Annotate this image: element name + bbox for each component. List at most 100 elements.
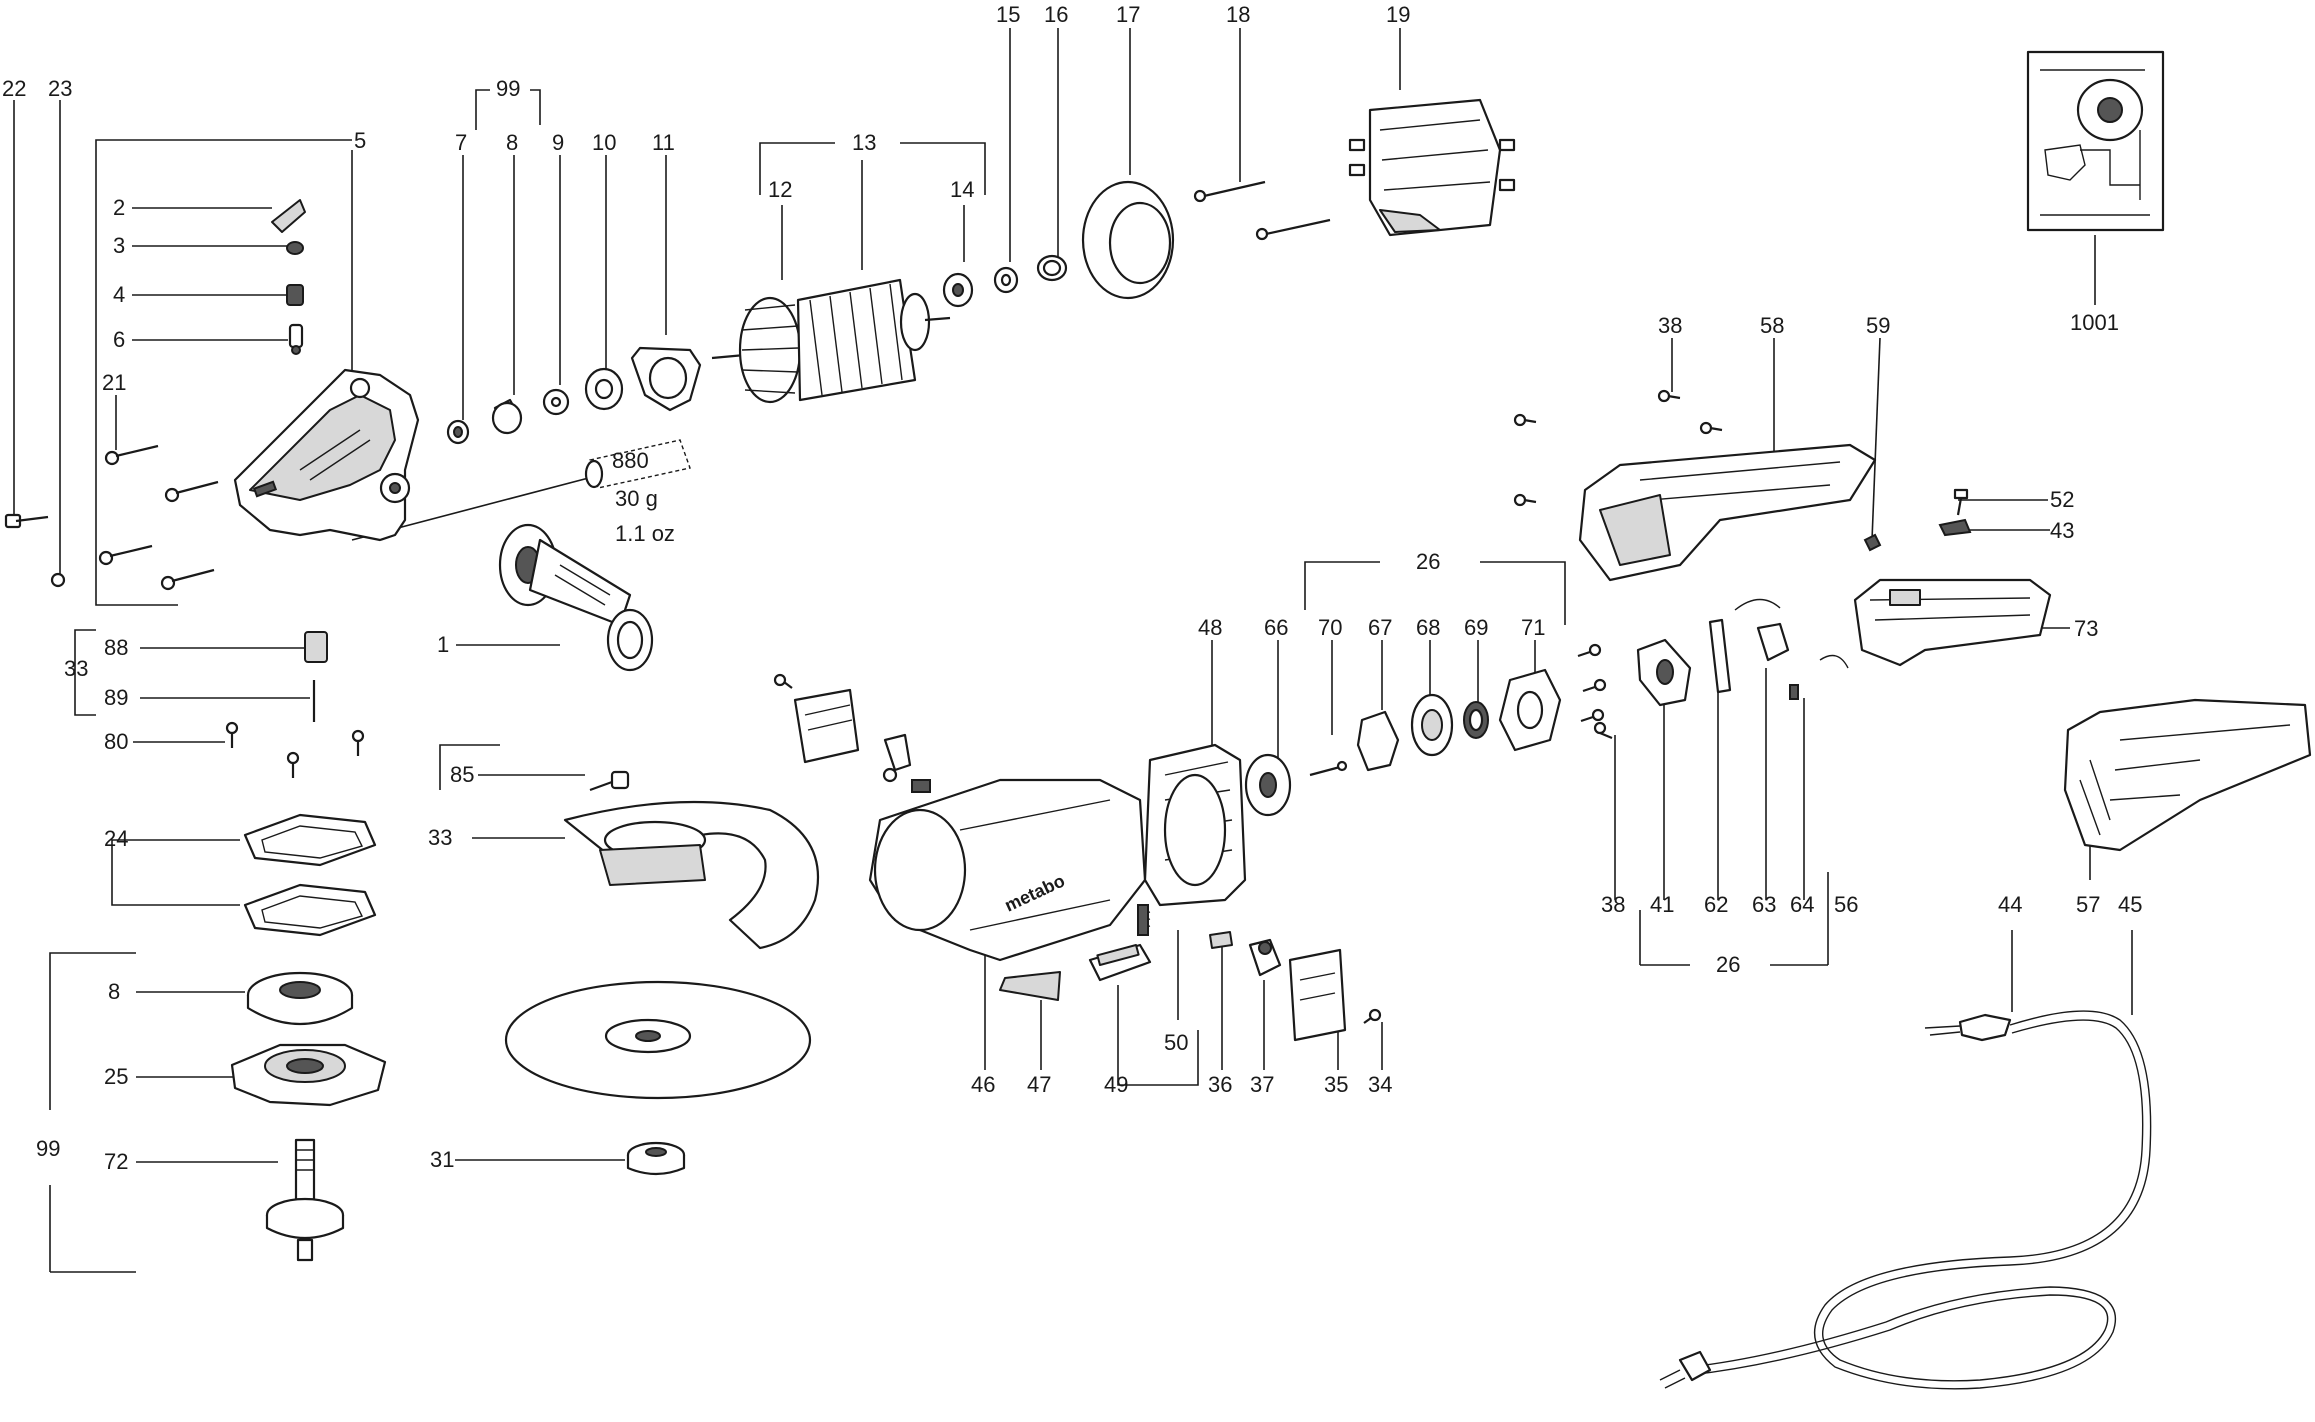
part-73-switch-block: [1853, 578, 2052, 667]
label-85: 85: [450, 762, 474, 787]
part-disc: [504, 980, 812, 1100]
label-5: 5: [354, 128, 366, 153]
part-50-spring: [1137, 904, 1151, 936]
part-8-bearing: [491, 398, 523, 435]
part-brush-assembly-upper: [773, 673, 931, 793]
part-31-nut: [626, 1141, 686, 1176]
label-23: 23: [48, 76, 72, 101]
part-44-45-cable: [1659, 1010, 2152, 1390]
label-58: 58: [1760, 313, 1784, 338]
label-66: 66: [1264, 615, 1288, 640]
part-35-cover: [1288, 948, 1347, 1042]
label-70: 70: [1318, 615, 1342, 640]
label-1-1oz: 1.1 oz: [615, 521, 675, 546]
label-15: 15: [996, 2, 1020, 27]
part-6: [288, 323, 304, 355]
part-3: [286, 241, 304, 255]
label-8-left: 8: [108, 979, 120, 1004]
label-17: 17: [1116, 2, 1140, 27]
label-43: 43: [2050, 518, 2074, 543]
part-19-stator: [1348, 98, 1516, 237]
part-screw-22: [4, 513, 49, 529]
part-25-flange: [230, 1043, 387, 1107]
part-screw-23: [50, 572, 66, 588]
label-73: 73: [2074, 616, 2098, 641]
label-25: 25: [104, 1064, 128, 1089]
label-38-lower: 38: [1601, 892, 1625, 917]
part-8-bevel-gear: [246, 971, 354, 1025]
part-71-plate: [1498, 668, 1562, 752]
label-63: 63: [1752, 892, 1776, 917]
label-68: 68: [1416, 615, 1440, 640]
part-38-screws-upper: [1513, 389, 1723, 507]
label-36: 36: [1208, 1072, 1232, 1097]
label-35: 35: [1324, 1072, 1348, 1097]
label-18: 18: [1226, 2, 1250, 27]
part-62: [1708, 618, 1732, 694]
part-57-rear-cover: [2063, 698, 2312, 852]
label-44: 44: [1998, 892, 2022, 917]
part-52-screw: [1953, 488, 1969, 516]
label-48: 48: [1198, 615, 1222, 640]
part-gear-housing-5: [233, 368, 420, 542]
label-62: 62: [1704, 892, 1728, 917]
part-80-screws: [225, 721, 365, 778]
part-33-guard: [563, 800, 820, 950]
label-3: 3: [113, 233, 125, 258]
part-63: [1756, 622, 1790, 662]
label-80: 80: [104, 729, 128, 754]
label-6: 6: [113, 327, 125, 352]
part-36: [1209, 931, 1233, 949]
label-21: 21: [102, 370, 126, 395]
label-89: 89: [104, 685, 128, 710]
part-88: [304, 631, 328, 663]
part-9-washer: [542, 388, 570, 416]
part-2: [271, 199, 306, 233]
label-12: 12: [768, 177, 792, 202]
label-1: 1: [437, 632, 449, 657]
part-66-fan: [1244, 753, 1292, 817]
label-26-bottom: 26: [1716, 952, 1740, 977]
part-46-motor-housing: metabo: [868, 778, 1147, 962]
label-52: 52: [2050, 487, 2074, 512]
leader-lines: [13, 28, 2133, 1273]
label-2: 2: [113, 195, 125, 220]
part-37: [1248, 938, 1282, 977]
part-72-spindle: [265, 1138, 345, 1262]
label-49: 49: [1104, 1072, 1128, 1097]
label-7: 7: [455, 130, 467, 155]
part-70-pin: [1309, 760, 1348, 777]
part-59: [1863, 533, 1882, 552]
label-99-top: 99: [496, 76, 520, 101]
label-8-top: 8: [506, 130, 518, 155]
label-13: 13: [852, 130, 876, 155]
label-47: 47: [1027, 1072, 1051, 1097]
part-4: [286, 284, 304, 306]
part-85-screw: [589, 770, 630, 792]
label-50: 50: [1164, 1030, 1188, 1055]
label-45: 45: [2118, 892, 2142, 917]
part-48-fan-shroud: [1143, 743, 1247, 907]
label-99-left: 99: [36, 1136, 60, 1161]
part-67-plate: [1356, 710, 1400, 772]
label-11: 11: [652, 130, 675, 155]
label-37: 37: [1250, 1072, 1274, 1097]
label-46: 46: [971, 1072, 995, 1097]
part-34-screw: [1363, 1008, 1382, 1024]
part-43-clip: [1938, 518, 1972, 537]
part-64: [1789, 684, 1799, 700]
label-67: 67: [1368, 615, 1392, 640]
part-1001-schematic: [2026, 50, 2165, 232]
label-57: 57: [2076, 892, 2100, 917]
part-68-disc: [1410, 693, 1454, 757]
label-22: 22: [2, 76, 26, 101]
part-69-spring: [1463, 701, 1489, 739]
part-56: [1734, 598, 1849, 669]
part-screws-21: [98, 444, 219, 591]
label-59: 59: [1866, 313, 1890, 338]
part-18-screws: [1193, 180, 1331, 241]
label-38-upper: 38: [1658, 313, 1682, 338]
part-14-bearing: [942, 272, 974, 308]
part-47-label: [999, 971, 1061, 1001]
